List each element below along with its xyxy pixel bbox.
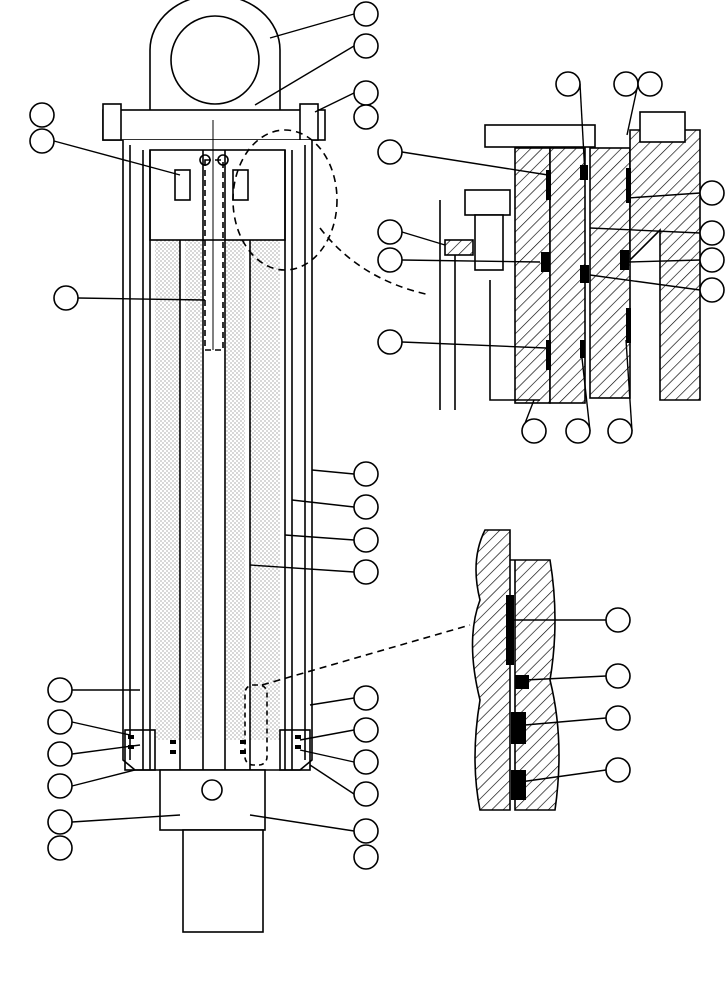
callout-balloon — [47, 741, 73, 767]
callout-balloon — [605, 663, 631, 689]
callout-balloon — [47, 773, 73, 799]
callout-balloon — [605, 757, 631, 783]
leader-line — [524, 675, 607, 681]
callout-balloon — [47, 835, 73, 861]
callout-balloon — [377, 219, 403, 245]
leader-line — [254, 45, 355, 106]
callout-balloon — [47, 709, 73, 735]
callout-balloon — [353, 717, 379, 743]
leader-line — [589, 227, 701, 234]
inner-rod — [204, 159, 224, 351]
callout-balloon — [353, 527, 379, 553]
leader-line — [269, 13, 355, 39]
piston-rod — [182, 829, 264, 933]
leader-line — [579, 83, 586, 176]
leader-line — [401, 259, 541, 263]
head-bolt-left — [102, 103, 122, 141]
barrel — [122, 140, 313, 771]
callout-balloon — [353, 685, 379, 711]
callout-balloon — [353, 104, 379, 130]
callout-balloon — [521, 418, 547, 444]
leader-line — [309, 697, 355, 706]
leader-line — [71, 721, 131, 736]
top-detail-view — [439, 111, 701, 410]
leader-line — [401, 341, 547, 349]
leader-line — [299, 749, 355, 763]
leader-line — [53, 140, 181, 176]
leader-line — [524, 717, 607, 726]
detail-circle-bottom — [244, 684, 268, 766]
stipple-left — [155, 240, 180, 740]
leader-line — [401, 151, 549, 176]
leader-line — [627, 192, 701, 199]
callout-balloon — [699, 247, 725, 273]
callout-balloon — [353, 494, 379, 520]
mounting-eye — [149, 0, 281, 110]
stipple-right — [250, 240, 280, 740]
eye-bore — [170, 15, 260, 105]
main-cylinder-view — [102, 0, 471, 933]
leader-line — [589, 274, 701, 291]
callout-balloon — [637, 71, 663, 97]
callout-balloon — [47, 677, 73, 703]
callout-balloon — [353, 749, 379, 775]
callout-balloon — [699, 180, 725, 206]
leader-line — [249, 564, 355, 573]
callout-balloon — [53, 285, 79, 311]
seal-marks — [128, 735, 301, 754]
leader-line — [626, 83, 639, 136]
callout-balloon — [353, 781, 379, 807]
leader-line — [401, 231, 446, 246]
callout-balloon — [377, 247, 403, 273]
leader-line — [71, 814, 181, 823]
callout-group — [29, 1, 725, 870]
stipple-center-right — [225, 240, 245, 740]
callout-balloon — [353, 461, 379, 487]
stipple-center-left — [185, 240, 203, 740]
callout-balloon — [353, 818, 379, 844]
leader-line — [299, 729, 355, 741]
leader-line — [284, 534, 355, 541]
leader-line — [291, 499, 355, 508]
callout-balloon — [353, 1, 379, 27]
callout-balloon — [565, 418, 591, 444]
head-bolt-right — [299, 103, 319, 141]
callout-balloon — [29, 102, 55, 128]
callout-balloon — [607, 418, 633, 444]
callout-balloon — [377, 139, 403, 165]
head-cap — [102, 109, 326, 141]
callout-balloon — [699, 220, 725, 246]
callout-balloon — [555, 71, 581, 97]
leader-line — [249, 814, 355, 832]
leader-line — [627, 259, 701, 263]
callout-balloon — [699, 277, 725, 303]
detail-circle-top — [232, 129, 338, 271]
callout-balloon — [377, 329, 403, 355]
callout-balloon — [613, 71, 639, 97]
leader-line — [314, 92, 355, 113]
callout-balloon — [353, 80, 379, 106]
callout-balloon — [353, 33, 379, 59]
leader-line — [309, 764, 355, 795]
callout-balloon — [47, 809, 73, 835]
leader-line — [581, 357, 591, 432]
callout-balloon — [353, 844, 379, 870]
leader-line — [311, 469, 355, 475]
leader-line — [77, 297, 206, 301]
callout-balloon — [353, 559, 379, 585]
leader-line — [625, 339, 633, 432]
callout-balloon — [605, 705, 631, 731]
callout-balloon — [605, 607, 631, 633]
callout-balloon — [29, 128, 55, 154]
bottom-detail-view — [471, 529, 560, 811]
leader-line — [71, 769, 136, 787]
leader-line — [519, 769, 607, 783]
leader-line — [71, 744, 141, 755]
